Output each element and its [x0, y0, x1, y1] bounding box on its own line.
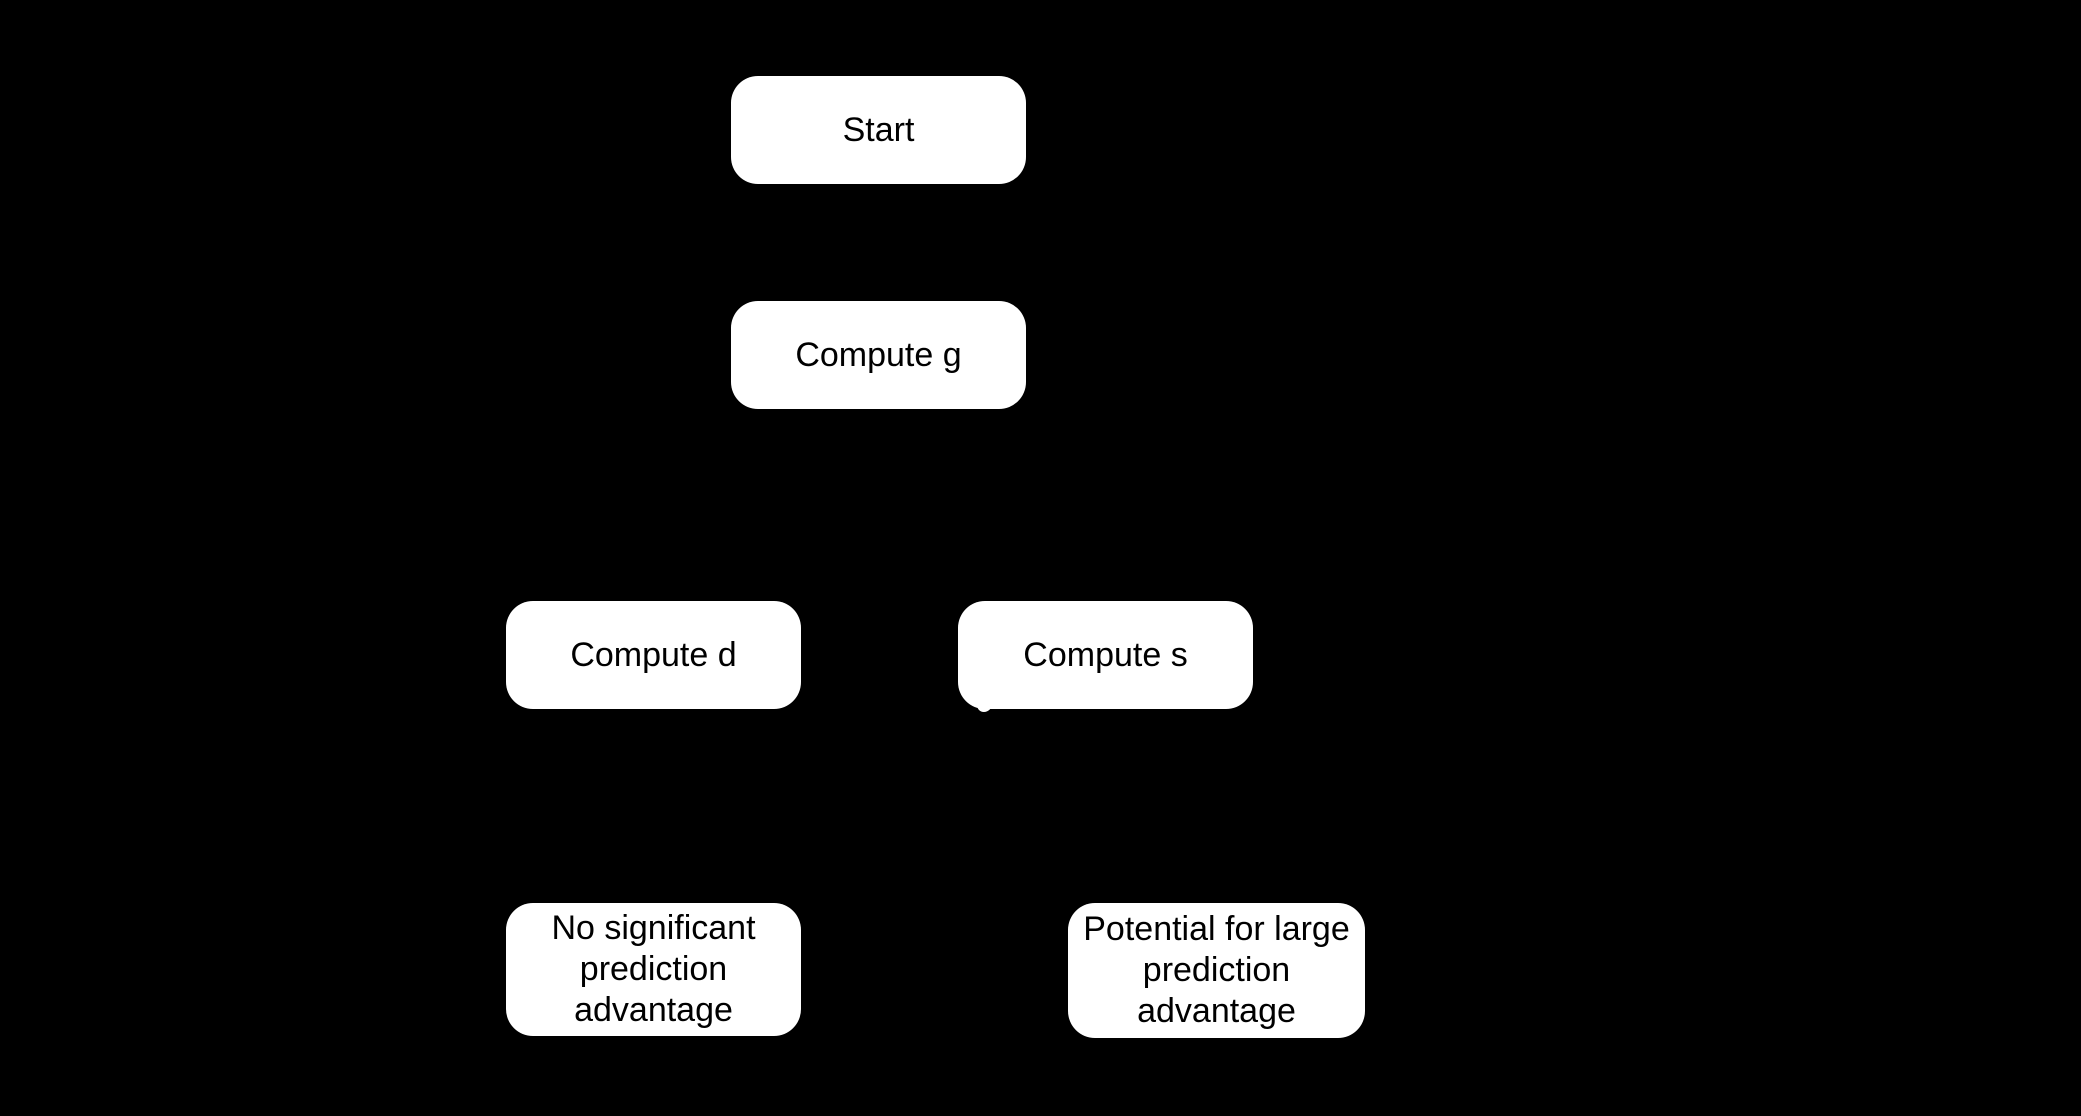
flowchart-node-no-advantage: No significant prediction advantage — [506, 903, 801, 1036]
node-label-compute-d: Compute d — [570, 635, 737, 674]
node-label-large-advantage: Potential for large prediction advantage — [1083, 910, 1350, 1030]
node-label-compute-s: Compute s — [1023, 635, 1188, 674]
node-label-start: Start — [842, 110, 915, 149]
node-label-no-advantage: No significant prediction advantage — [551, 909, 756, 1029]
node-label-compute-g: Compute g — [795, 335, 962, 374]
flowchart-node-large-advantage: Potential for large prediction advantage — [1068, 903, 1365, 1038]
flowchart-node-start: Start — [731, 76, 1026, 184]
flowchart-node-compute-d: Compute d — [506, 601, 801, 709]
flowchart-node-compute-s: Compute s — [958, 601, 1253, 709]
flowchart-node-compute-g: Compute g — [731, 301, 1026, 409]
